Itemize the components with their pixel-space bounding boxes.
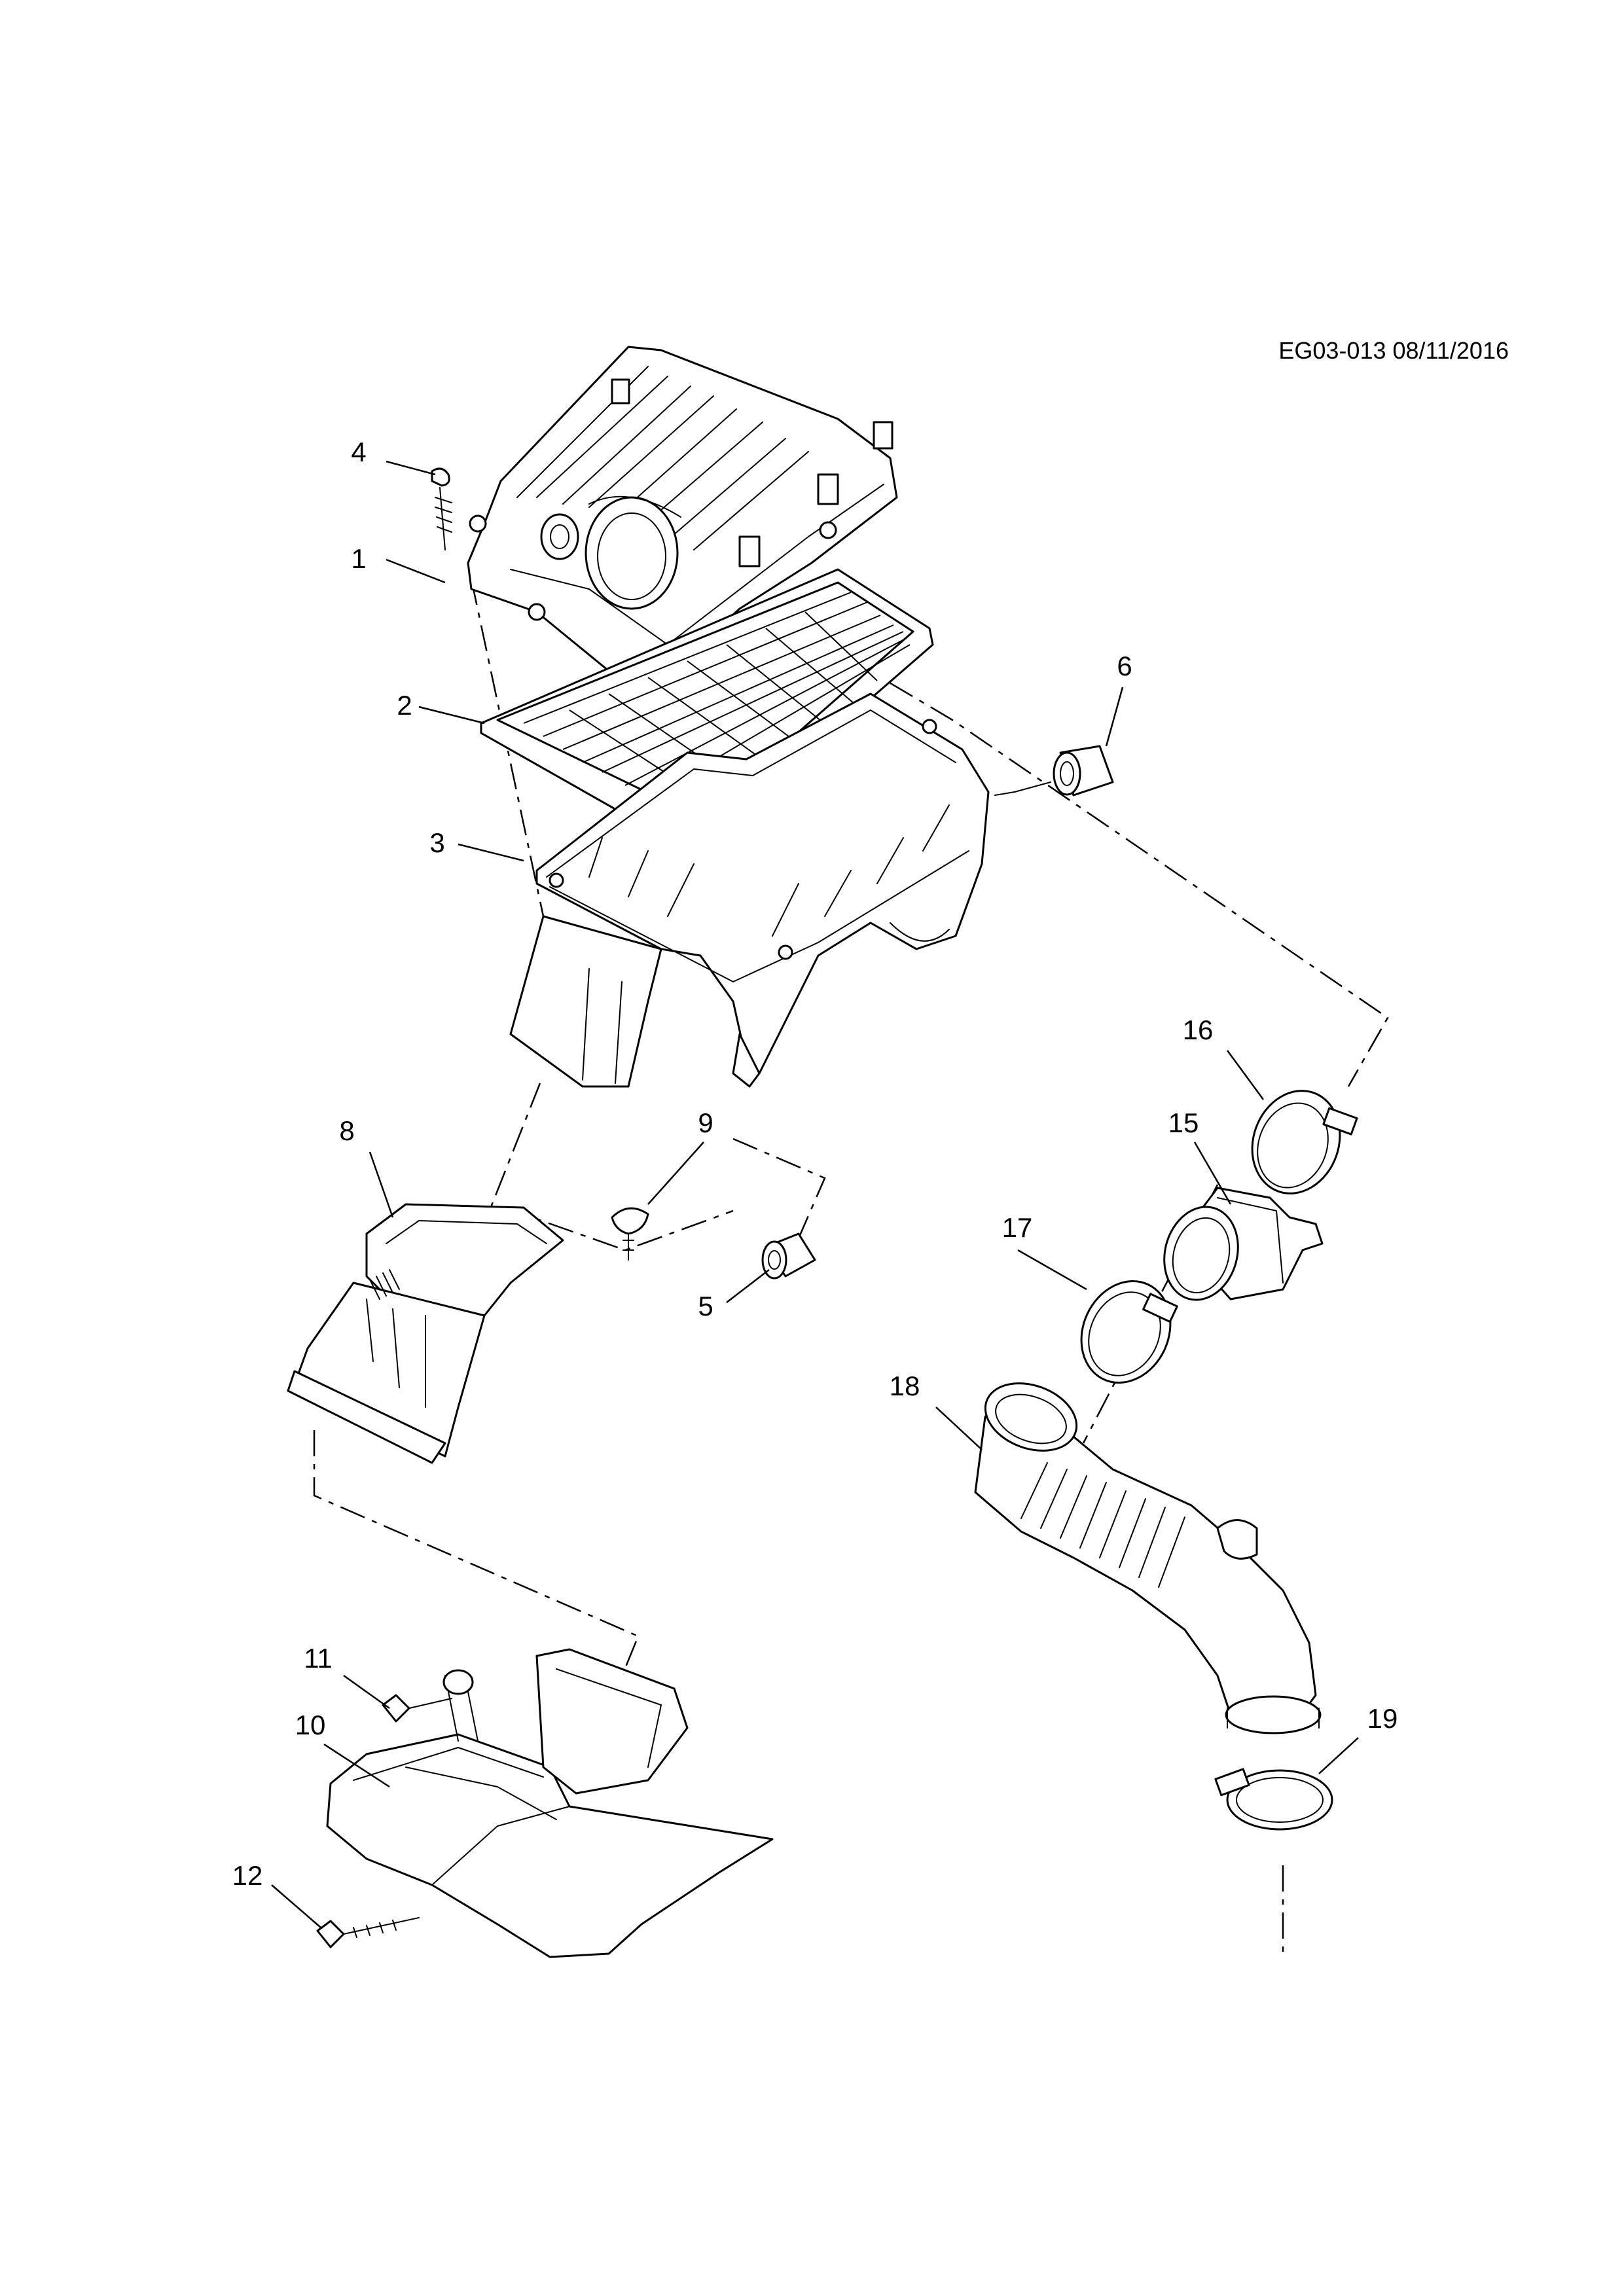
screw-part-4: [431, 467, 452, 550]
clip-part-11: [382, 1694, 452, 1723]
callout-9: 9: [698, 1107, 713, 1138]
bolt-part-12: [316, 1917, 420, 1948]
air-duct-part-8: [287, 1203, 564, 1464]
leader-lines: [271, 460, 1359, 1928]
callout-10: 10: [295, 1710, 326, 1740]
callout-17: 17: [1002, 1212, 1033, 1243]
mass-air-flow-sensor-part-15: [1163, 1187, 1324, 1301]
callout-labels: 1 2 3 4 5 6 8 9 10 11 12 15 16 17 18 19: [232, 437, 1398, 1891]
callout-11: 11: [304, 1643, 333, 1674]
grommet-part-5: [761, 1232, 816, 1280]
callout-15: 15: [1168, 1107, 1199, 1138]
push-clip-part-9: [611, 1207, 649, 1261]
hose-clamp-part-16: [1251, 1090, 1358, 1194]
lower-intake-part-10: [326, 1648, 774, 1958]
hose-clamp-part-17: [1080, 1280, 1178, 1384]
callout-19: 19: [1367, 1703, 1398, 1734]
air-cleaner-housing: [509, 692, 990, 1088]
reference-code: EG03-013 08/11/2016: [1278, 337, 1509, 364]
filter-honeycomb: [523, 592, 911, 809]
air-cleaner-cover: [467, 346, 898, 695]
callout-18: 18: [890, 1371, 920, 1401]
callout-4: 4: [351, 437, 366, 467]
intake-hose-part-18: [974, 1382, 1322, 1734]
callout-2: 2: [397, 690, 412, 721]
callout-16: 16: [1183, 1014, 1214, 1045]
callout-12: 12: [232, 1860, 263, 1891]
callout-5: 5: [698, 1291, 713, 1321]
callout-6: 6: [1117, 651, 1132, 681]
hose-clamp-part-19: [1214, 1768, 1333, 1831]
callout-8: 8: [339, 1115, 354, 1146]
callout-1: 1: [351, 543, 366, 574]
callout-3: 3: [429, 827, 444, 858]
grommet-part-6: [994, 745, 1114, 797]
